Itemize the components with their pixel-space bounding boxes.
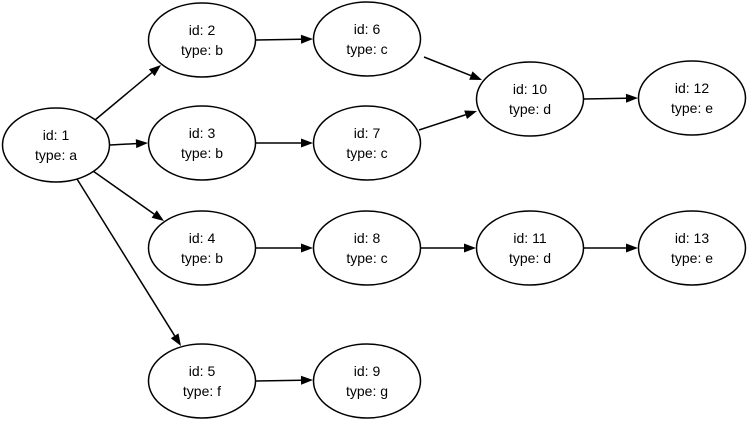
- node-ellipse: [475, 210, 585, 286]
- graph-node-5: id: 5 type: f: [147, 343, 257, 419]
- node-id-label: id: 2: [189, 22, 216, 38]
- edge-1-2: [94, 65, 161, 121]
- node-id-label: id: 3: [189, 125, 216, 141]
- arrowhead-icon: [151, 210, 164, 221]
- node-id-label: id: 8: [354, 230, 381, 246]
- edge-line: [418, 114, 466, 131]
- graph-node-11: id: 11 type: d: [475, 210, 585, 286]
- node-type-label: type: e: [671, 250, 713, 266]
- graph-node-7: id: 7 type: c: [312, 105, 422, 181]
- edge-10-12: [583, 93, 638, 103]
- node-id-label: id: 9: [354, 363, 381, 379]
- node-type-label: type: c: [346, 145, 387, 161]
- edge-1-4: [92, 170, 164, 221]
- node-ellipse: [147, 210, 257, 286]
- arrowhead-icon: [626, 243, 638, 253]
- graph-node-13: id: 13 type: e: [637, 210, 747, 286]
- edge-11-13: [584, 243, 638, 253]
- node-id-label: id: 1: [43, 127, 70, 143]
- arrowhead-icon: [301, 243, 313, 253]
- edge-8-11: [421, 243, 476, 253]
- arrowhead-icon: [464, 243, 476, 253]
- node-type-label: type: a: [35, 147, 77, 163]
- edge-line: [76, 178, 176, 337]
- node-type-label: type: e: [671, 100, 713, 116]
- edge-line: [109, 142, 137, 146]
- graph-node-3: id: 3 type: b: [147, 105, 257, 181]
- edge-line: [92, 170, 155, 215]
- graph-node-9: id: 9 type: g: [312, 343, 422, 419]
- node-ellipse: [147, 2, 257, 78]
- edge-7-10: [418, 110, 477, 131]
- edge-line: [255, 38, 302, 41]
- node-id-label: id: 5: [189, 363, 216, 379]
- edge-1-3: [109, 139, 148, 149]
- edge-line: [423, 56, 472, 77]
- graph-node-10: id: 10 type: d: [475, 61, 585, 137]
- edge-2-6: [255, 34, 313, 44]
- node-type-label: type: f: [183, 383, 221, 399]
- arrowhead-icon: [300, 375, 313, 385]
- node-ellipse: [475, 61, 585, 137]
- graph-node-12: id: 12 type: e: [637, 60, 747, 136]
- edge-line: [94, 72, 153, 121]
- edge-6-10: [423, 56, 482, 80]
- node-type-label: type: c: [346, 41, 387, 57]
- graph-node-8: id: 8 type: c: [312, 210, 422, 286]
- node-type-label: type: c: [346, 250, 387, 266]
- arrowhead-icon: [170, 333, 181, 346]
- arrowhead-icon: [135, 139, 148, 149]
- node-ellipse: [1, 107, 111, 183]
- node-type-label: type: d: [509, 101, 551, 117]
- graph-node-2: id: 2 type: b: [147, 2, 257, 78]
- node-ellipse: [147, 105, 257, 181]
- node-type-label: type: g: [346, 383, 388, 399]
- node-id-label: id: 10: [513, 81, 547, 97]
- node-ellipse: [637, 210, 747, 286]
- edge-3-7: [256, 138, 313, 148]
- arrowhead-icon: [464, 110, 477, 120]
- node-ellipse: [312, 210, 422, 286]
- node-type-label: type: d: [509, 250, 551, 266]
- node-ellipse: [637, 60, 747, 136]
- node-ellipse: [147, 343, 257, 419]
- arrowhead-icon: [148, 65, 161, 77]
- node-type-label: type: b: [181, 42, 223, 58]
- edge-line: [583, 97, 627, 100]
- node-id-label: id: 13: [675, 230, 709, 246]
- edge-4-8: [256, 243, 313, 253]
- node-id-label: id: 4: [189, 230, 216, 246]
- edge-line: [255, 379, 302, 382]
- graph-node-6: id: 6 type: c: [312, 1, 422, 77]
- edge-5-9: [255, 375, 313, 385]
- edge-1-5: [76, 178, 181, 346]
- graph-node-1: id: 1 type: a: [1, 107, 111, 183]
- node-ellipse: [312, 105, 422, 181]
- node-ellipse: [312, 1, 422, 77]
- graph-node-4: id: 4 type: b: [147, 210, 257, 286]
- node-type-label: type: b: [181, 145, 223, 161]
- node-id-label: id: 7: [354, 125, 381, 141]
- arrowhead-icon: [301, 138, 313, 148]
- node-id-label: id: 11: [513, 230, 546, 246]
- node-id-label: id: 12: [675, 80, 709, 96]
- node-id-label: id: 6: [354, 21, 381, 37]
- arrowhead-icon: [469, 71, 482, 80]
- arrowhead-icon: [625, 93, 638, 103]
- node-ellipse: [312, 343, 422, 419]
- arrowhead-icon: [300, 34, 313, 44]
- node-type-label: type: b: [181, 250, 223, 266]
